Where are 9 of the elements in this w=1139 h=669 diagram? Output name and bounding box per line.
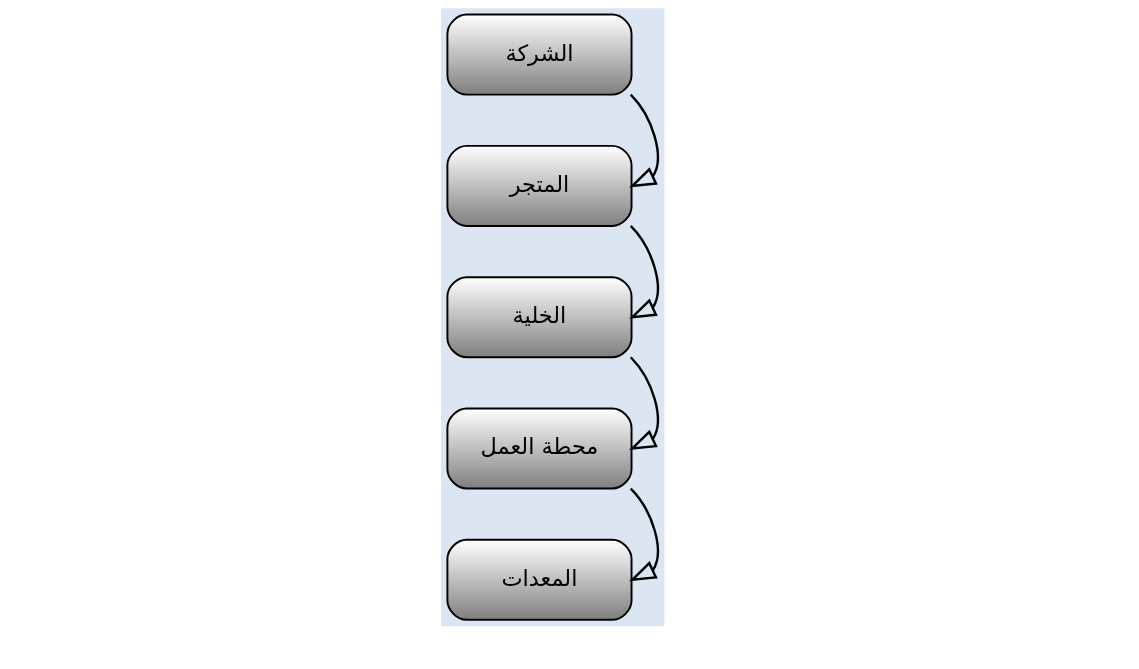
node-box: محطة العمل [445,407,632,490]
arrow [628,356,659,451]
arrow [628,225,659,319]
arrow [628,93,659,188]
node-box: المعدات [445,538,632,621]
node-box: الخلية [445,276,632,359]
node-box: الشركة [445,13,632,96]
node-box: المتجر [445,144,632,227]
arrow [628,487,659,582]
